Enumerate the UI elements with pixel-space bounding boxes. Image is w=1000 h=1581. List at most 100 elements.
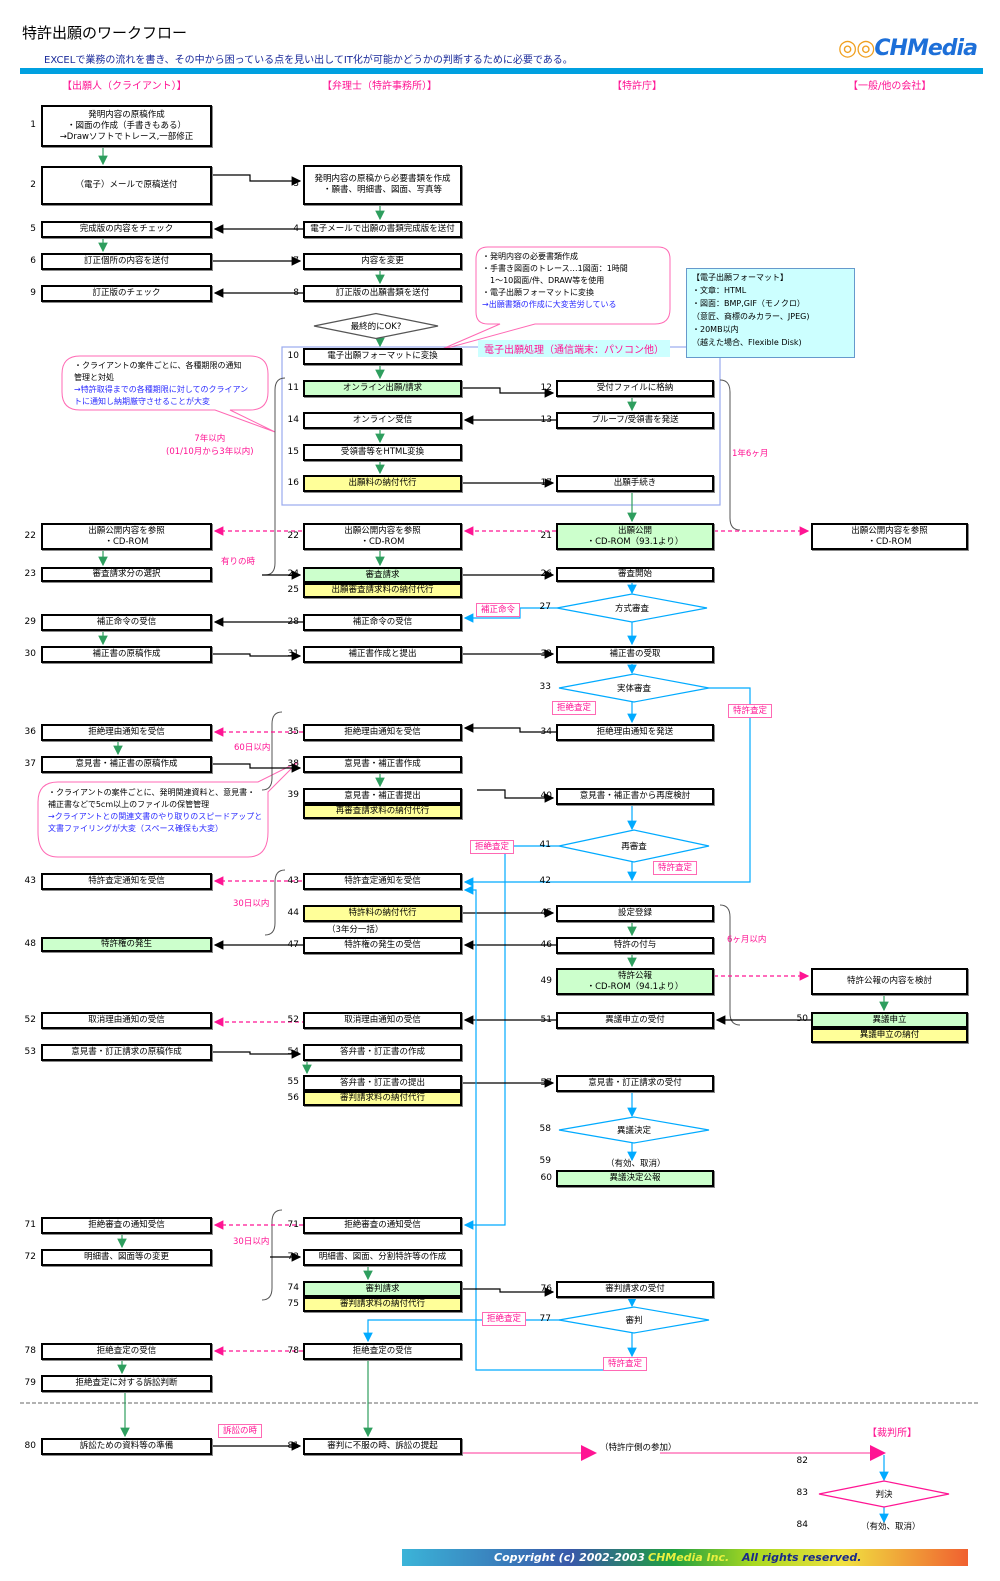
process-step-a78: 拒絶査定の受信	[41, 1343, 212, 1360]
deadline-seven-years: 7年以内(01/10月から3年以内)	[166, 433, 254, 459]
callout-deadlines: ・クライアントの案件ごとに、各種期限の通知 管理と対処 →特許取得までの各種期限…	[74, 360, 254, 408]
process-step-c51: 異議申立の受付	[556, 1012, 714, 1029]
step-number: 46	[532, 940, 552, 950]
process-step-b38: 意見書・補正書作成	[303, 756, 462, 773]
decision-label: 異議決定	[617, 1124, 651, 1136]
step-number: 5	[16, 224, 36, 234]
process-step-b71: 拒絶審査の通知受信	[303, 1217, 462, 1234]
step-text: 審判請求	[305, 1284, 460, 1295]
process-step-b44: 特許料の納付代行	[303, 905, 462, 922]
step-text: 出願手続き	[558, 478, 712, 489]
decision-label: 最終的にOK?	[351, 320, 402, 332]
process-step-a79: 拒絶査定に対する訴訟判断	[41, 1375, 212, 1392]
step-text: 受領書等をHTML変換	[305, 447, 460, 458]
deadline-30-days: 30日以内	[233, 1236, 269, 1249]
step-text: 拒絶審査の通知受信	[305, 1220, 460, 1231]
callout-line: 管理と対処	[74, 372, 254, 384]
process-step-a80: 訴訟ための資料等の準備	[41, 1438, 212, 1455]
step-text: 特許権の発生	[43, 939, 210, 950]
process-step-b56: 審判請求料の納付代行	[303, 1091, 462, 1106]
e-filing-process-label: 電子出願処理（通信端末：パソコン他）	[478, 340, 670, 357]
step-number: 52	[279, 1015, 299, 1025]
process-step-b52: 取消理由通知の受信	[303, 1012, 462, 1029]
branch-reject: 拒絶査定	[470, 840, 514, 854]
process-step-b25: 出願審査請求料の納付代行	[303, 583, 462, 598]
step-number: 51	[532, 1015, 552, 1025]
branch-amend-order: 補正命令	[476, 603, 520, 617]
step-number: 78	[279, 1346, 299, 1356]
step-text: ・願書、明細書、図面、写真等	[305, 185, 460, 196]
step-text: ・CD-ROM（93.1より）	[558, 537, 712, 548]
step-text: 補正命令の受信	[305, 617, 460, 628]
step-number: 14	[279, 415, 299, 425]
step-text: 異議決定公報	[558, 1173, 712, 1184]
process-step-c40: 意見書・補正書から再度検討	[556, 788, 714, 805]
process-step-b8: 訂正版の出願書類を送付	[303, 285, 462, 302]
step-number: 53	[16, 1047, 36, 1057]
process-step-b43: 特許査定通知を受信	[303, 873, 462, 890]
copyright-text: Copyright (c) 2002-2003	[494, 1549, 645, 1566]
step-number: 56	[279, 1093, 299, 1103]
step-text: ・CD-ROM	[305, 537, 460, 548]
step-text: 意見書・訂正請求の原稿作成	[43, 1047, 210, 1058]
process-step-b22: 出願公開内容を参照・CD-ROM	[303, 523, 462, 550]
jpo-participation: （特許庁側の参加）	[600, 1441, 677, 1453]
step-text: 審判請求の受付	[558, 1284, 712, 1295]
step-text: 審査開始	[558, 569, 712, 580]
process-step-a53: 意見書・訂正請求の原稿作成	[41, 1044, 212, 1061]
process-step-a29: 補正命令の受信	[41, 614, 212, 631]
step-number: 33	[531, 682, 551, 692]
step-number: 2	[16, 180, 36, 190]
process-step-a6: 訂正個所の内容を送付	[41, 253, 212, 270]
decision-label: 実体審査	[617, 682, 651, 694]
step-number: 22	[279, 531, 299, 541]
step-text: 拒絶査定に対する訴訟判断	[43, 1378, 210, 1389]
step-number: 79	[16, 1378, 36, 1388]
step-text: 拒絶理由通知を受信	[43, 727, 210, 738]
process-step-c26: 審査開始	[556, 567, 714, 582]
step-number: 35	[279, 727, 299, 737]
step-text: 異議申立の受付	[558, 1015, 712, 1026]
callout-emphasis: →特許取得までの各種期限に対してのクライアントに通知し納期厳守させることが大変	[74, 384, 254, 408]
step-number: 50	[788, 1014, 808, 1024]
callout-emphasis: →クライアントとの関連文書のやり取りのスピードアップと文書ファイリングが大変（ス…	[48, 811, 270, 835]
e-format-line: ・文章：HTML	[692, 284, 849, 297]
branch-reject: 拒絶査定	[482, 1312, 526, 1326]
process-step-c49: 特許公報・CD-ROM（94.1より）	[556, 968, 714, 995]
step-number: 30	[16, 649, 36, 659]
three-year-note: （3年分一括）	[327, 923, 383, 935]
process-step-c45: 設定登録	[556, 905, 714, 922]
callout-line: 1〜10図面/件、DRAW等を使用	[482, 275, 662, 287]
process-step-b10: 電子出願フォーマットに変換	[303, 348, 462, 365]
step-text: 審査請求	[305, 570, 460, 581]
e-format-line: ・20MB以内	[692, 323, 849, 336]
step-number: 82	[788, 1456, 808, 1466]
callout-documents: ・発明内容の必要書類作成 ・手書き図面のトレース…1図面：1時間 1〜10図面/…	[482, 251, 662, 311]
process-step-a48: 特許権の発生	[41, 937, 212, 952]
step-text: 受付ファイルに格納	[558, 383, 712, 394]
step-number: 24	[279, 569, 299, 579]
step-number: 3	[279, 179, 299, 189]
step-text: 特許料の納付代行	[305, 908, 460, 919]
step-number: 83	[788, 1488, 808, 1498]
step-text: 特許査定通知を受信	[43, 876, 210, 887]
process-step-c46: 特許の付与	[556, 937, 714, 954]
step-text: 意見書・補正書から再度検討	[558, 791, 712, 802]
step-text: 拒絶査定の受信	[43, 1346, 210, 1357]
step-number: 38	[279, 759, 299, 769]
step-text: 異議申立	[813, 1015, 966, 1026]
process-step-a37: 意見書・補正書の原稿作成	[41, 756, 212, 773]
step-number: 45	[532, 908, 552, 918]
step-text: 完成版の内容をチェック	[43, 224, 210, 235]
step-number: 11	[279, 383, 299, 393]
process-step-d0: 出願公開内容を参照・CD-ROM	[811, 523, 968, 550]
step-text: 明細書、図面、分割特許等の作成	[305, 1252, 460, 1263]
step-text: 内容を変更	[305, 256, 460, 267]
decision-label: 審判	[625, 1314, 642, 1326]
process-step-c57: 意見書・訂正請求の受付	[556, 1075, 714, 1092]
process-step-a52: 取消理由通知の受信	[41, 1012, 212, 1029]
step-text: 電子出願フォーマットに変換	[305, 351, 460, 362]
step-text: 出願料の納付代行	[305, 478, 460, 489]
step-text: ・CD-ROM	[813, 537, 966, 548]
opposition-result: （有効、取消）	[606, 1157, 666, 1169]
